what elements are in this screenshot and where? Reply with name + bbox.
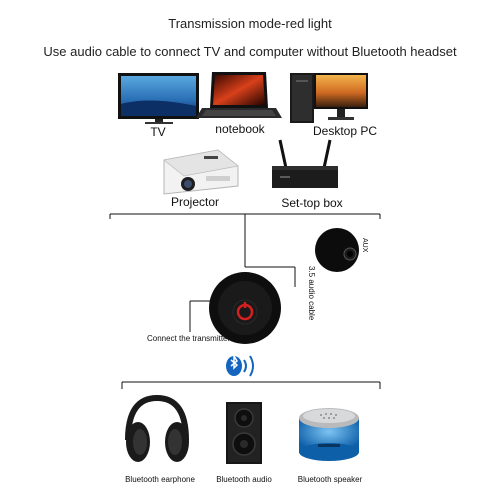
set-top-box-icon <box>272 139 338 188</box>
bluetooth-speaker-icon <box>299 408 359 461</box>
label-bluetooth-audio: Bluetooth audio <box>216 475 272 484</box>
label-bluetooth-earphone: Bluetooth earphone <box>125 475 195 484</box>
subtitle-instructions: Use audio cable to connect TV and comput… <box>43 44 457 59</box>
receiver-bracket-lines <box>121 381 381 389</box>
desktop-pc-icon <box>290 73 368 123</box>
source-bracket-lines <box>109 213 381 332</box>
tv-icon <box>118 73 199 124</box>
bluetooth-audio-speaker-icon <box>226 402 262 464</box>
label-aux: AUX <box>361 238 368 253</box>
label-connect-transmitter: Connect the transmitter <box>147 334 231 343</box>
title-transmission-mode: Transmission mode-red light <box>168 16 332 31</box>
label-desktop-pc: Desktop PC <box>312 124 378 138</box>
notebook-icon <box>196 72 282 118</box>
projector-icon <box>163 149 239 195</box>
label-bluetooth-speaker: Bluetooth speaker <box>297 475 363 484</box>
label-projector: Projector <box>170 195 220 209</box>
headphones-icon <box>125 394 189 462</box>
transmitter-icon <box>209 272 281 344</box>
bluetooth-icon <box>226 353 254 377</box>
label-notebook: notebook <box>215 122 265 136</box>
label-set-top-box: Set-top box <box>281 196 343 210</box>
label-tv: TV <box>150 125 166 139</box>
label-audio-cable: 3.5 audio cable <box>307 266 316 321</box>
aux-port-icon <box>315 228 359 272</box>
